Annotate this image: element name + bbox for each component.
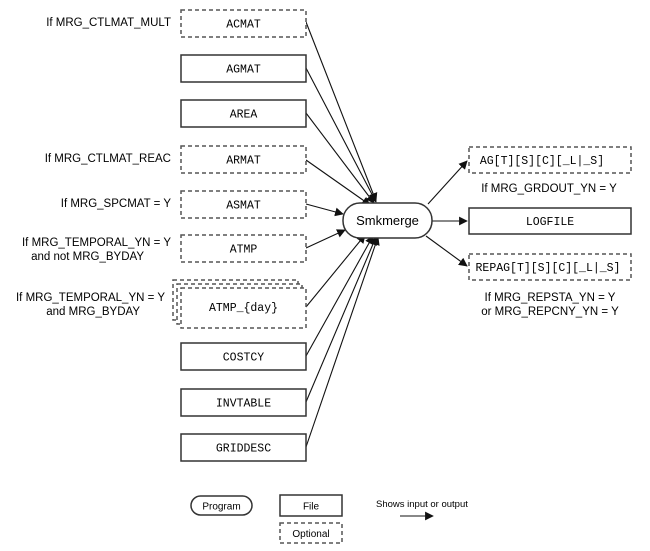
- input-arrows: [305, 21, 380, 448]
- legend-optional-label: Optional: [292, 529, 329, 540]
- legend-arrow: Shows input or output: [376, 499, 468, 521]
- griddesc-label: GRIDDESC: [216, 443, 271, 456]
- input-file-agmat: AGMAT: [180, 54, 307, 83]
- input-file-acmat: ACMAT: [180, 9, 307, 38]
- atmp-day-condition-line1: If MRG_TEMPORAL_YN = Y: [16, 292, 165, 304]
- output-file-ag: AG[T][S][C][_L|_S]: [468, 146, 632, 174]
- legend: Program File Optional Shows input or out…: [190, 494, 468, 544]
- agmat-label: AGMAT: [226, 64, 261, 77]
- legend-optional: Optional: [279, 522, 343, 544]
- area-label: AREA: [230, 109, 258, 122]
- input-file-griddesc: GRIDDESC: [180, 433, 307, 462]
- input-conditions: If MRG_CTLMAT_MULT If MRG_CTLMAT_REAC If…: [16, 17, 171, 318]
- input-file-atmp-day-stack: ATMP_{day}: [172, 279, 307, 329]
- legend-program-label: Program: [202, 502, 240, 513]
- program-label: Smkmerge: [356, 213, 419, 228]
- armat-label: ARMAT: [226, 155, 261, 168]
- ag-condition: If MRG_GRDOUT_YN = Y: [481, 183, 617, 195]
- input-file-atmp: ATMP: [180, 234, 307, 263]
- atmp-condition-line1: If MRG_TEMPORAL_YN = Y: [22, 237, 171, 249]
- acmat-label: ACMAT: [226, 19, 261, 32]
- legend-arrow-label: Shows input or output: [376, 499, 468, 510]
- legend-file-label: File: [303, 502, 320, 513]
- asmat-condition: If MRG_SPCMAT = Y: [61, 198, 172, 210]
- ag-label: AG[T][S][C][_L|_S]: [480, 155, 604, 168]
- costcy-label: COSTCY: [223, 352, 265, 365]
- output-file-repag: REPAG[T][S][C][_L|_S]: [468, 253, 632, 281]
- atmp-label: ATMP: [230, 244, 258, 257]
- atmp-day-condition-line2: and MRG_BYDAY: [46, 306, 140, 318]
- repag-condition-line2: or MRG_REPCNY_YN = Y: [481, 306, 619, 318]
- input-file-area: AREA: [180, 99, 307, 128]
- asmat-label: ASMAT: [226, 200, 261, 213]
- input-file-armat: ARMAT: [180, 145, 307, 174]
- input-file-asmat: ASMAT: [180, 190, 307, 219]
- invtable-label: INVTABLE: [216, 398, 271, 411]
- repag-label: REPAG[T][S][C][_L|_S]: [476, 262, 621, 275]
- input-file-invtable: INVTABLE: [180, 388, 307, 417]
- acmat-condition: If MRG_CTLMAT_MULT: [46, 17, 171, 29]
- output-file-logfile: LOGFILE: [468, 207, 632, 235]
- output-arrows: [425, 160, 468, 267]
- legend-program: Program: [190, 495, 253, 516]
- atmp-condition-line2: and not MRG_BYDAY: [31, 251, 144, 263]
- atmp-day-label: ATMP_{day}: [209, 302, 278, 315]
- repag-condition-line1: If MRG_REPSTA_YN = Y: [485, 292, 616, 304]
- input-file-costcy: COSTCY: [180, 342, 307, 371]
- legend-file: File: [279, 494, 343, 517]
- program-smkmerge: Smkmerge: [342, 202, 433, 239]
- armat-condition: If MRG_CTLMAT_REAC: [45, 153, 171, 165]
- logfile-label: LOGFILE: [526, 216, 574, 229]
